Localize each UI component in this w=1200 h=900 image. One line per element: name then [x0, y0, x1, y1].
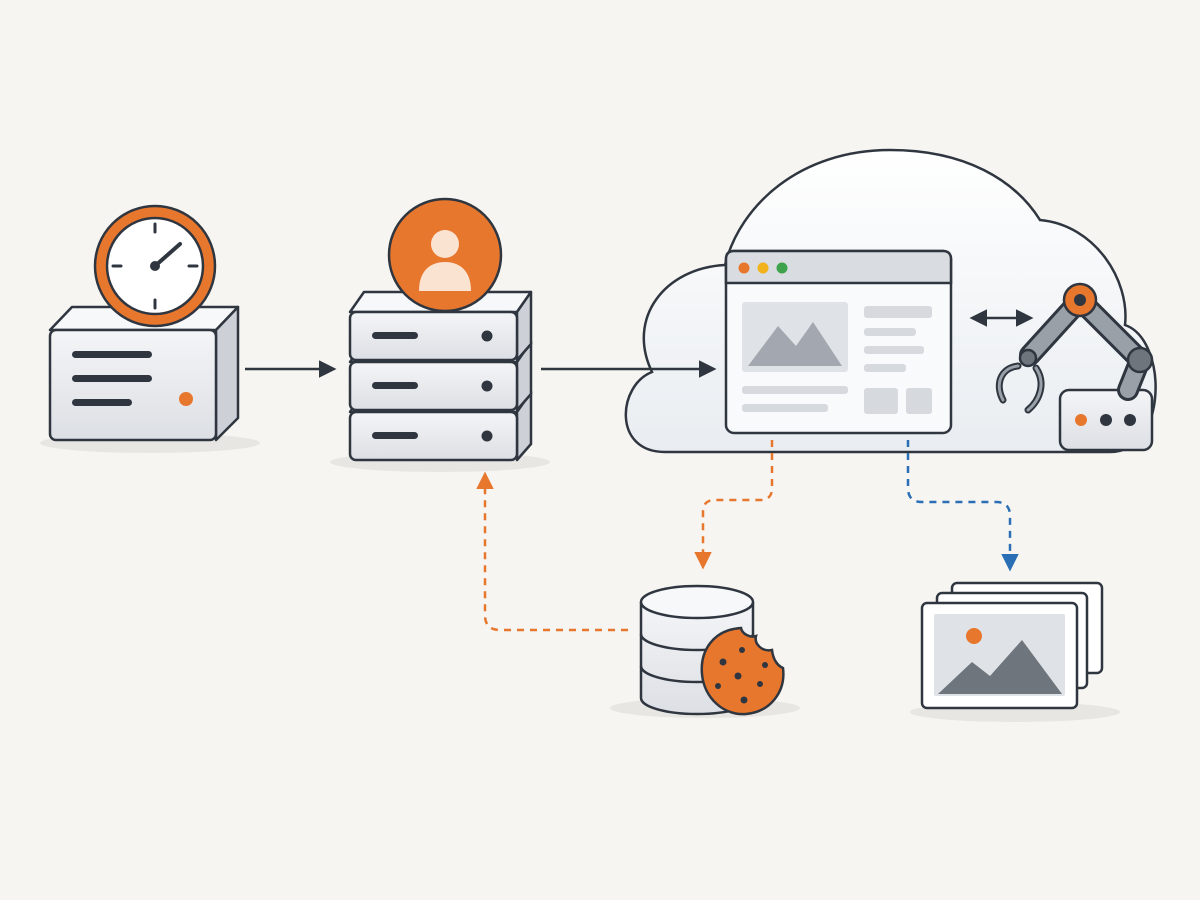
user-icon	[387, 197, 503, 313]
image-placeholder-icon	[742, 302, 848, 372]
robot-arm-node[interactable]	[995, 282, 1154, 452]
server-box-icon	[48, 305, 240, 442]
scheduler-node[interactable]	[40, 204, 260, 453]
user-server-node[interactable]	[330, 197, 550, 472]
cookie-icon	[700, 626, 785, 716]
edge-browser-to-cookie-database	[694, 440, 774, 570]
robot-arm-icon	[995, 282, 1154, 452]
image-gallery-node[interactable]	[910, 581, 1120, 722]
cookie-database-node[interactable]	[610, 584, 800, 718]
edge-cookie-database-to-user-server	[476, 471, 628, 632]
image-stack-icon	[920, 581, 1104, 710]
browser-window-icon	[724, 249, 953, 435]
browser-window-node[interactable]	[724, 249, 953, 435]
clock-icon	[93, 204, 217, 328]
server-stack-icon	[348, 290, 533, 462]
edge-browser-to-image-gallery	[906, 440, 1019, 572]
